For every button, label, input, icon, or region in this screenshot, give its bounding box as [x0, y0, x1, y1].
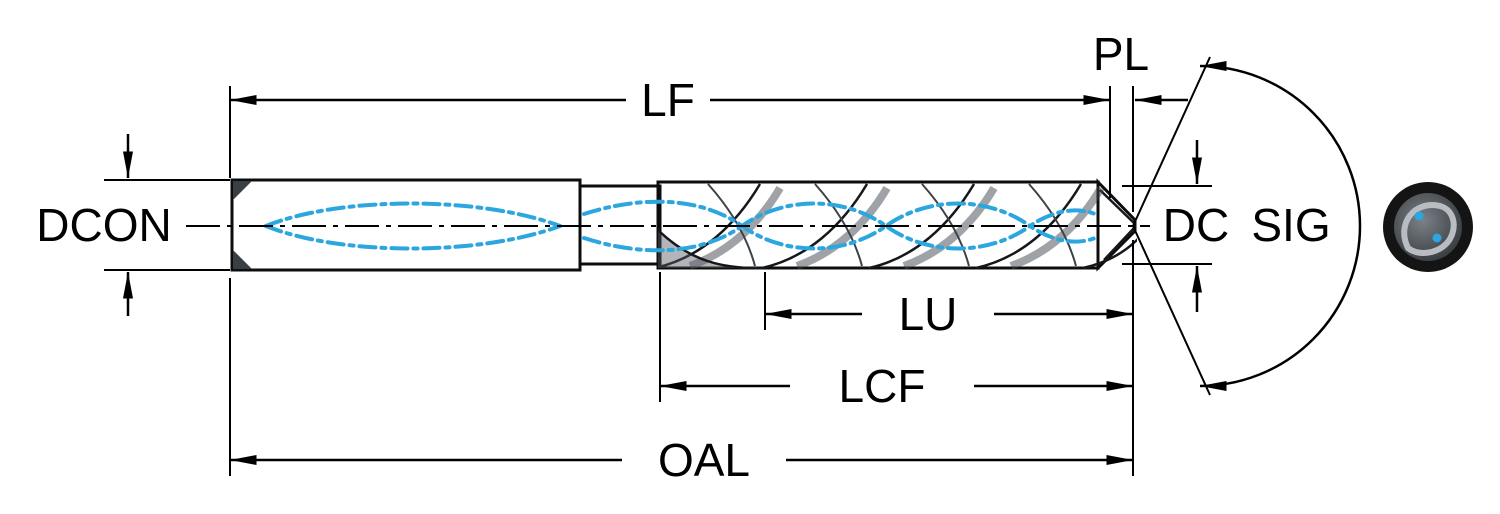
label-oal: OAL [658, 434, 750, 486]
end-view-coolant-hole-2 [1432, 233, 1442, 243]
coolant-helix-b [582, 199, 1097, 251]
dimension-dc: DC [1122, 140, 1229, 312]
label-dc: DC [1163, 199, 1229, 251]
coolant-shank-upper [264, 201, 562, 228]
dimension-sig: SIG [1132, 56, 1362, 396]
end-view-flute-land [1401, 202, 1457, 256]
label-lu: LU [899, 288, 958, 340]
coolant-channels [264, 199, 1097, 253]
label-lcf: LCF [839, 360, 926, 412]
drill-end-view-icon [1383, 182, 1473, 272]
drill [230, 178, 1137, 272]
label-pl: PL [1093, 28, 1149, 80]
end-view-coolant-hole-1 [1414, 211, 1424, 221]
dimension-lu: LU [764, 272, 1133, 340]
coolant-helix-a [582, 201, 1097, 253]
label-lf: LF [641, 74, 695, 126]
dimension-lf: LF [229, 74, 1111, 198]
point-facet-upper [1099, 189, 1136, 225]
label-sig: SIG [1251, 199, 1330, 251]
dimension-lcf: LCF [659, 272, 1133, 412]
dimension-dcon: DCON [36, 134, 230, 316]
point-facet-lower [1103, 226, 1136, 261]
flute-runout [658, 229, 764, 269]
dimension-pl: PL [1093, 28, 1188, 212]
coolant-shank-lower [264, 224, 562, 251]
shank-chamfer-top [233, 181, 252, 200]
flute-helix [658, 183, 1137, 270]
shank-chamfer-bottom [233, 250, 252, 269]
dimension-oal: OAL [229, 240, 1134, 486]
label-dcon: DCON [36, 199, 171, 251]
